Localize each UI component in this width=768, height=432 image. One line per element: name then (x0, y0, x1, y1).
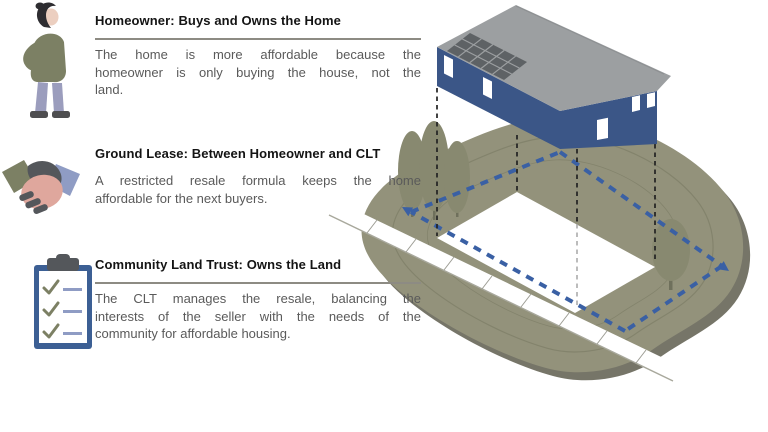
sidewalk-segment-lines (366, 219, 647, 364)
boundary-arrow-left-icon (402, 207, 414, 217)
house (437, 5, 671, 149)
body-line: A restricted resale formula keeps the ho… (95, 173, 421, 188)
section-title: Ground Lease: Between Homeowner and CLT (95, 146, 381, 161)
section-title: Community Land Trust: Owns the Land (95, 257, 342, 272)
tree-icon (398, 131, 426, 211)
section-ground-lease: Ground Lease: Between Homeowner and CLT … (95, 146, 425, 207)
body-line: interests of the seller with the needs o… (95, 308, 421, 324)
section-body: The home is more affordable because the … (95, 46, 421, 99)
body-line: land. (95, 82, 124, 97)
tree-icon (419, 121, 449, 211)
window (632, 95, 640, 112)
door (597, 117, 608, 140)
lease-boundary-dashes (410, 150, 724, 333)
handshake-icon (2, 160, 80, 214)
land-illustration (328, 5, 751, 382)
building-lot (437, 192, 655, 313)
window (647, 92, 655, 108)
tree-icon (652, 219, 690, 281)
section-homeowner: Homeowner: Buys and Owns the Home The ho… (95, 13, 425, 99)
body-line: affordable for the next buyers. (95, 190, 268, 206)
house-windows (444, 55, 655, 140)
house-left-wall (437, 47, 560, 149)
window (483, 77, 492, 99)
tree-icon (444, 141, 470, 213)
section-body: A restricted resale formula keeps the ho… (95, 172, 421, 207)
body-line: The home is more affordable because the (95, 47, 421, 62)
projection-lines (436, 88, 656, 259)
roof-ridge (515, 5, 665, 75)
section-title: Homeowner: Buys and Owns the Home (95, 13, 342, 28)
house-roof (437, 5, 671, 111)
person-icon (23, 2, 70, 118)
solar-panels-icon (447, 33, 527, 80)
section-community-land-trust: Community Land Trust: Owns the Land The … (95, 257, 425, 343)
body-line: homeowner is only buying the house, not … (95, 64, 421, 80)
boundary-arrow-right-icon (717, 261, 729, 271)
solar-panel-grid (454, 38, 520, 75)
section-divider (95, 282, 421, 284)
window (444, 55, 453, 78)
body-line: The CLT manages the resale, balancing th… (95, 291, 421, 306)
trees (398, 121, 690, 290)
sidewalk (328, 202, 684, 382)
body-line: community for affordable housing. (95, 326, 291, 341)
section-divider (95, 38, 421, 40)
section-body: The CLT manages the resale, balancing th… (95, 290, 421, 343)
clipboard-checklist-icon (34, 254, 92, 349)
